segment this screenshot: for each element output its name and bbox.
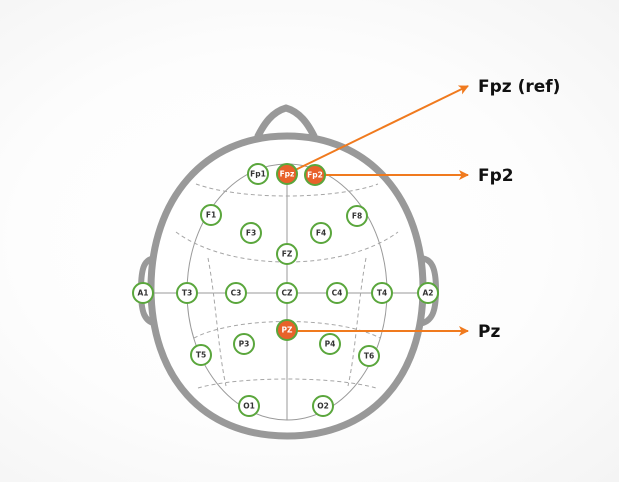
electrode-f7: F1 xyxy=(200,204,222,226)
electrode-t3-label: T3 xyxy=(182,289,192,298)
electrode-a1: A1 xyxy=(132,282,154,304)
electrode-pz-label: PZ xyxy=(282,326,293,335)
electrode-p4-marker xyxy=(319,333,341,355)
electrode-fpz-label: Fpz xyxy=(280,170,295,179)
nose-outline xyxy=(254,104,318,140)
electrode-fp1-marker xyxy=(247,163,269,185)
electrode-f3: F3 xyxy=(240,222,262,244)
electrode-c3: C3 xyxy=(225,282,247,304)
electrode-fp2: Fp2 xyxy=(304,164,326,186)
electrode-cz-marker xyxy=(276,282,298,304)
electrode-o2: O2 xyxy=(312,395,334,417)
electrode-fp2-label: Fp2 xyxy=(307,171,323,180)
electrode-t5-label: T5 xyxy=(196,351,206,360)
electrode-t4: T4 xyxy=(371,282,393,304)
electrode-c4-marker xyxy=(326,282,348,304)
dashed-arc-occipital xyxy=(197,378,377,389)
electrode-o2-marker xyxy=(312,395,334,417)
electrode-a2: A2 xyxy=(417,282,439,304)
electrode-f4-label: F4 xyxy=(316,229,326,238)
electrode-t4-label: T4 xyxy=(377,289,387,298)
callout-fpz-ref-label: Fpz (ref) xyxy=(478,77,560,97)
electrode-cz: CZ xyxy=(276,282,298,304)
dashed-line-left-temporal xyxy=(207,257,227,387)
electrode-c3-marker xyxy=(225,282,247,304)
electrode-o2-label: O2 xyxy=(317,402,329,411)
electrode-t3-marker xyxy=(176,282,198,304)
dashed-arc-frontal-pole xyxy=(195,183,379,197)
electrode-fpz-marker xyxy=(276,163,298,185)
electrode-p4-label: P4 xyxy=(325,340,336,349)
electrode-f3-marker xyxy=(240,222,262,244)
callout-fp2-label: Fp2 xyxy=(478,166,514,186)
electrode-f8-label: F8 xyxy=(352,212,362,221)
electrode-p3-label: P3 xyxy=(239,340,250,349)
electrode-pz: PZ xyxy=(276,319,298,341)
electrode-cz-label: CZ xyxy=(282,289,294,298)
electrode-fz: FZ xyxy=(276,243,298,265)
electrode-f8: F8 xyxy=(346,205,368,227)
electrode-fp2-marker xyxy=(304,164,326,186)
electrode-f4-marker xyxy=(310,222,332,244)
electrode-t5: T5 xyxy=(190,344,212,366)
arrow-fpz-ref xyxy=(286,85,469,175)
electrode-o1: O1 xyxy=(238,395,260,417)
electrode-fp1: Fp1 xyxy=(247,163,269,185)
electrode-c4-label: C4 xyxy=(332,289,343,298)
electrode-o1-marker xyxy=(238,395,260,417)
electrode-fpz: Fpz xyxy=(276,163,298,185)
electrode-fz-marker xyxy=(276,243,298,265)
electrode-c3-label: C3 xyxy=(231,289,242,298)
electrode-f4: F4 xyxy=(310,222,332,244)
electrode-p4: P4 xyxy=(319,333,341,355)
electrode-t6-marker xyxy=(358,345,380,367)
electrode-o1-label: O1 xyxy=(243,402,255,411)
electrode-a1-marker xyxy=(132,282,154,304)
callout-pz-label: Pz xyxy=(478,322,500,342)
electrode-a1-label: A1 xyxy=(137,289,148,298)
electrode-t6: T6 xyxy=(358,345,380,367)
electrode-t6-label: T6 xyxy=(364,352,374,361)
electrode-t5-marker xyxy=(190,344,212,366)
electrode-f7-marker xyxy=(200,204,222,226)
dashed-line-right-temporal xyxy=(347,257,367,387)
electrode-p3-marker xyxy=(233,333,255,355)
electrode-fp1-label: Fp1 xyxy=(250,170,266,179)
electrode-f7-label: F1 xyxy=(206,211,216,220)
electrode-a2-label: A2 xyxy=(422,289,433,298)
electrode-t4-marker xyxy=(371,282,393,304)
electrode-pz-marker xyxy=(276,319,298,341)
electrode-fz-label: FZ xyxy=(282,250,293,259)
electrode-t3: T3 xyxy=(176,282,198,304)
electrode-f3-label: F3 xyxy=(246,229,256,238)
electrode-p3: P3 xyxy=(233,333,255,355)
electrode-f8-marker xyxy=(346,205,368,227)
electrode-c4: C4 xyxy=(326,282,348,304)
electrode-a2-marker xyxy=(417,282,439,304)
